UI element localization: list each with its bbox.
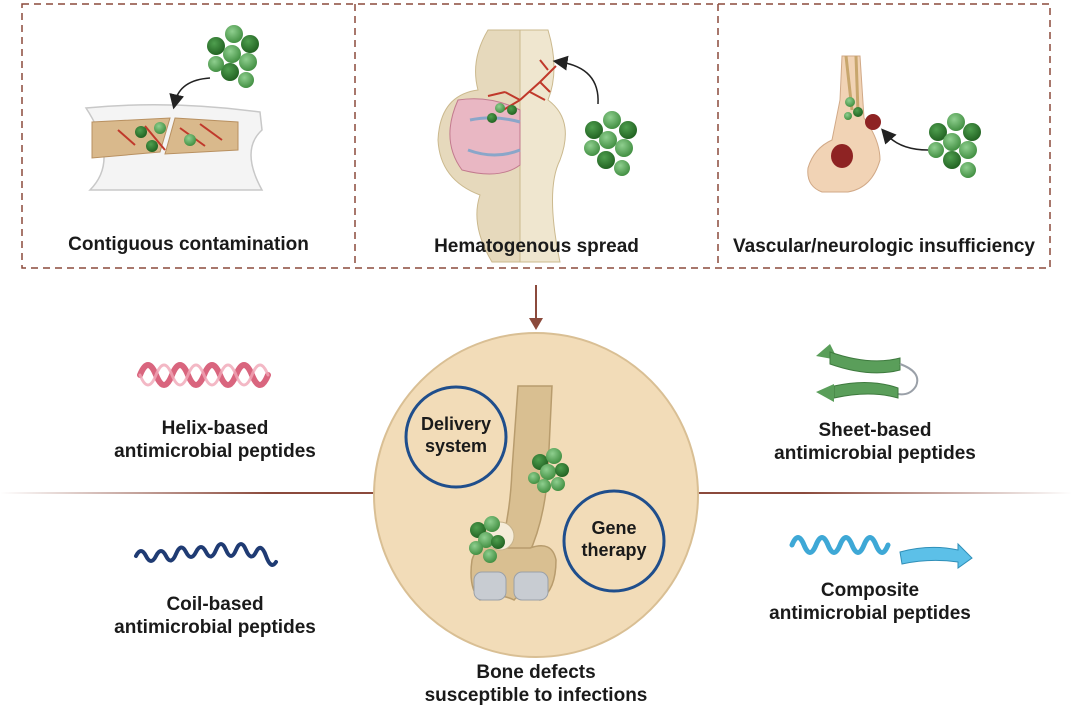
sheet-peptide-label: Sheet-based antimicrobial peptides — [750, 420, 1000, 466]
helix-label-line1: Helix-based — [161, 418, 269, 439]
composite-peptide-icon — [789, 535, 973, 569]
delivery-label-line2: system — [424, 435, 488, 456]
composite-peptide-label: Composite antimicrobial peptides — [745, 580, 995, 626]
bacteria-cluster-icon — [928, 113, 981, 178]
helix-peptide-icon — [137, 362, 271, 388]
bacteria-cluster-icon — [584, 111, 637, 176]
top-panels-frame — [21, 3, 1051, 269]
sheet-label-line1: Sheet-based — [818, 420, 932, 441]
gene-label-line1: Gene — [591, 518, 637, 538]
gene-therapy-ring — [562, 489, 666, 593]
sheet-label-line2: antimicrobial peptides — [774, 442, 976, 464]
panels-outer-border — [21, 3, 1051, 269]
coil-peptide-icon — [134, 542, 278, 567]
delivery-system-label: Delivery system — [406, 414, 506, 457]
contamination-arrow — [169, 77, 211, 110]
coil-label-line1: Coil-based — [166, 594, 264, 615]
bone-defects-caption: Bone defects susceptible to infections — [386, 662, 686, 708]
composite-label-line2: antimicrobial peptides — [769, 602, 971, 624]
spread-arrow — [552, 55, 599, 105]
caption-line1: Bone defects — [476, 662, 596, 683]
panel-label-contiguous: Contiguous contamination — [68, 234, 309, 255]
coil-label-line2: antimicrobial peptides — [114, 616, 316, 638]
panel-label-vascular: Vascular/neurologic insufficiency — [733, 236, 1035, 257]
insufficiency-arrow — [881, 128, 929, 151]
down-arrow — [529, 285, 543, 330]
fractured-bone-icon — [84, 104, 264, 191]
caption-line2: susceptible to infections — [424, 684, 648, 706]
coil-peptide-label: Coil-based antimicrobial peptides — [90, 594, 340, 640]
delivery-system-ring — [404, 385, 508, 489]
gene-therapy-label: Gene therapy — [564, 518, 664, 561]
gene-label-line2: therapy — [581, 539, 647, 560]
bacteria-cluster-icon — [528, 448, 569, 493]
composite-label-line1: Composite — [820, 580, 920, 601]
helix-peptide-label: Helix-based antimicrobial peptides — [90, 418, 340, 464]
bacteria-cluster-icon — [469, 516, 505, 563]
foot-icon — [807, 55, 881, 193]
joint-cross-section-icon — [437, 29, 566, 263]
bacteria-cluster-icon — [207, 25, 259, 88]
sheet-peptide-icon — [816, 344, 919, 402]
helix-label-line2: antimicrobial peptides — [114, 440, 316, 462]
delivery-label-line1: Delivery — [420, 414, 492, 434]
panel-label-hematogenous: Hematogenous spread — [434, 236, 639, 257]
